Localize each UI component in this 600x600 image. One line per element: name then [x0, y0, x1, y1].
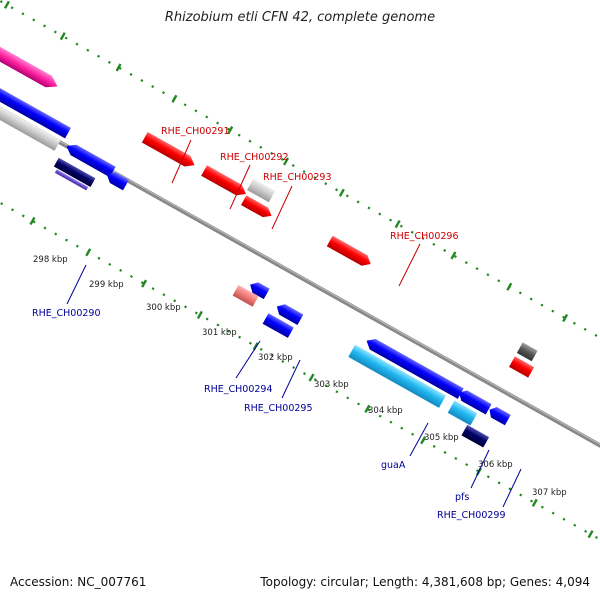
leader-line-RHE_CH00294	[235, 340, 261, 379]
gene-feature-RHE_CH00299[interactable]	[461, 424, 490, 448]
leader-line-RHE_CH00299	[502, 468, 522, 508]
kbp-label-306: 306 kbp	[478, 460, 513, 470]
gene-label-RHE_CH00291[interactable]: RHE_CH00291	[161, 126, 230, 137]
forward-strand-genes	[0, 29, 538, 378]
gene-feature[interactable]	[364, 336, 464, 399]
gene-feature[interactable]	[0, 61, 71, 139]
gene-label-RHE_CH00295[interactable]: RHE_CH00295	[244, 403, 313, 414]
gene-feature-red-small[interactable]	[240, 195, 274, 220]
leader-line-RHE_CH00293	[271, 185, 293, 230]
forward-leader-lines	[171, 139, 421, 287]
inner-major-tick	[420, 436, 427, 445]
outer-major-tick	[171, 94, 178, 103]
kbp-label-307: 307 kbp	[532, 488, 567, 498]
gene-label-pfs[interactable]: pfs	[455, 492, 469, 503]
gene-feature[interactable]	[509, 356, 535, 378]
inner-major-ticks	[29, 216, 594, 539]
leader-line-RHE_CH00296	[398, 243, 421, 287]
outer-major-tick	[506, 282, 513, 291]
outer-major-tick	[115, 63, 122, 72]
gene-label-RHE_CH00294[interactable]: RHE_CH00294	[204, 384, 273, 395]
kbp-label-298: 298 kbp	[33, 255, 68, 265]
outer-major-tick	[59, 32, 66, 41]
map-track-group	[0, 0, 600, 561]
gene-feature[interactable]	[0, 29, 61, 92]
gene-label-group: RHE_CH00291 RHE_CH00292 RHE_CH00293 RHE_…	[32, 126, 506, 521]
reverse-leader-lines	[66, 264, 522, 508]
outer-major-tick	[562, 313, 569, 323]
gene-label-RHE_CH00293[interactable]: RHE_CH00293	[263, 172, 332, 183]
inner-major-tick	[141, 279, 148, 288]
inner-tick-track	[0, 147, 600, 561]
outer-tick-track	[0, 0, 600, 408]
leader-line-pfs	[470, 449, 490, 489]
inner-major-tick	[196, 310, 203, 319]
gene-feature[interactable]	[0, 75, 61, 151]
gene-feature[interactable]	[247, 279, 270, 300]
inner-major-tick	[531, 498, 538, 507]
kbp-label-305: 305 kbp	[424, 433, 459, 443]
gene-feature-RHE_CH00291[interactable]	[141, 131, 198, 170]
gene-label-RHE_CH00296[interactable]: RHE_CH00296	[390, 231, 459, 242]
outer-major-tick	[450, 251, 457, 260]
inner-major-tick	[308, 373, 315, 382]
gene-feature-RHE_CH00294[interactable]	[232, 284, 259, 307]
kbp-label-group: 298 kbp 299 kbp 300 kbp 301 kbp 302 kbp …	[33, 255, 567, 498]
leader-line-RHE_CH00290	[66, 264, 87, 305]
gene-feature[interactable]	[274, 301, 304, 325]
gene-feature-pfs[interactable]	[447, 400, 478, 426]
kbp-label-304: 304 kbp	[368, 406, 403, 416]
gene-feature[interactable]	[104, 169, 129, 191]
leader-line-RHE_CH00292	[229, 164, 251, 210]
outer-major-tick	[338, 188, 345, 197]
kbp-label-299: 299 kbp	[89, 280, 124, 290]
gene-feature-RHE_CH00296[interactable]	[326, 235, 374, 269]
gene-feature-RHE_CH00292[interactable]	[201, 165, 249, 199]
kbp-label-301: 301 kbp	[202, 328, 237, 338]
reverse-strand-genes	[0, 61, 511, 448]
inner-major-tick	[364, 404, 371, 413]
gene-label-guaA[interactable]: guaA	[381, 460, 406, 471]
gene-feature[interactable]	[64, 141, 116, 178]
outer-major-tick	[227, 126, 234, 135]
gene-feature-RHE_CH00295[interactable]	[262, 313, 294, 338]
outer-major-ticks	[3, 0, 569, 323]
inner-major-tick	[252, 342, 259, 351]
inner-major-tick	[29, 216, 36, 226]
gene-feature-RHE_CH00293[interactable]	[247, 178, 276, 203]
leader-line-RHE_CH00295	[281, 359, 301, 399]
gene-label-RHE_CH00292[interactable]: RHE_CH00292	[220, 152, 289, 163]
gene-feature[interactable]	[487, 405, 511, 426]
map-title: Rhizobium etli CFN 42, complete genome	[164, 10, 436, 25]
topology-text: Topology: circular; Length: 4,381,608 bp…	[260, 575, 590, 589]
gene-feature-RHE_CH00290[interactable]	[53, 157, 96, 188]
gene-feature[interactable]	[516, 342, 538, 362]
outer-major-tick	[283, 157, 290, 166]
inner-major-tick	[85, 248, 92, 257]
leader-line-RHE_CH00291	[171, 139, 192, 184]
gene-feature[interactable]	[456, 387, 492, 415]
outer-major-tick	[3, 0, 10, 9]
gene-label-RHE_CH00299[interactable]: RHE_CH00299	[437, 510, 506, 521]
kbp-label-303: 303 kbp	[314, 380, 349, 390]
kbp-label-300: 300 kbp	[146, 303, 181, 313]
genome-backbone	[0, 75, 600, 490]
gene-feature[interactable]	[54, 169, 89, 191]
backbone-highlight	[0, 75, 600, 488]
kbp-label-302: 302 kbp	[258, 353, 293, 363]
inner-major-tick	[587, 530, 594, 539]
gene-label-RHE_CH00290[interactable]: RHE_CH00290	[32, 308, 101, 319]
leader-line-guaA	[409, 422, 429, 457]
accession-text: Accession: NC_007761	[10, 575, 147, 589]
outer-major-tick	[394, 219, 401, 229]
gene-feature-guaA[interactable]	[348, 344, 446, 408]
